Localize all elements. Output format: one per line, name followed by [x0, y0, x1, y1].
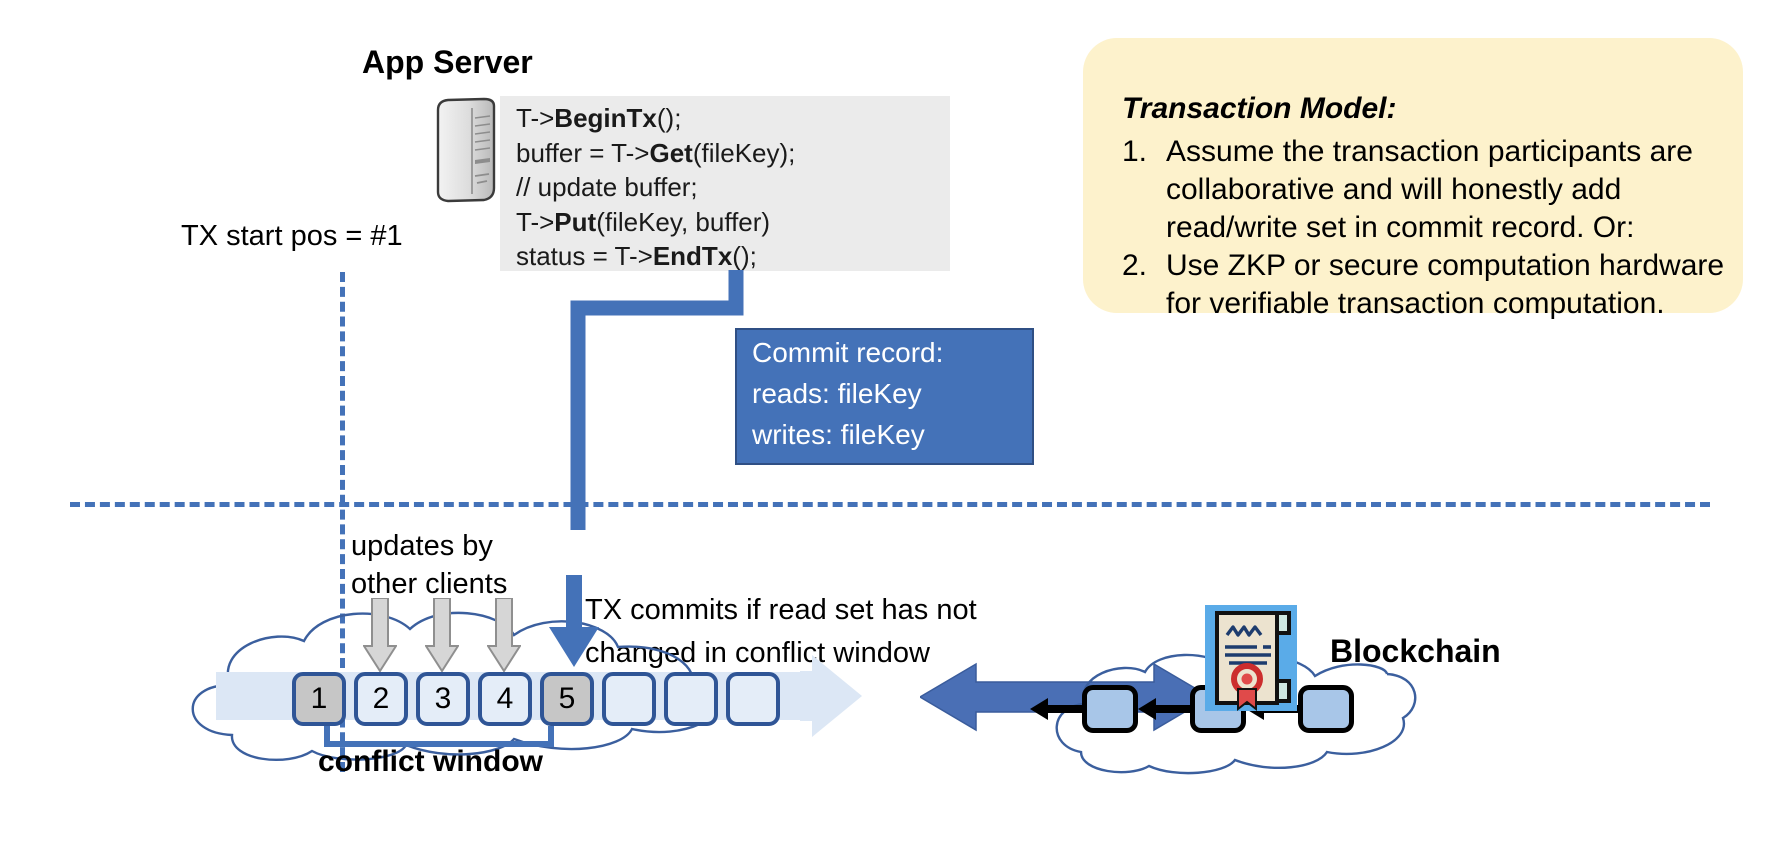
commit-arrow-icon — [548, 575, 600, 668]
ledger-block[interactable] — [726, 672, 780, 726]
code-line: // update buffer; — [516, 172, 698, 202]
horizontal-dashed-divider — [70, 502, 1710, 507]
tx-commits-condition-label: TX commits if read set has not changed i… — [585, 594, 977, 669]
ledger-block-row: 1 2 3 4 5 — [292, 672, 780, 726]
blockchain-block-row — [1030, 685, 1354, 733]
ledger-block[interactable] — [602, 672, 656, 726]
list-item-number: 1. — [1122, 135, 1148, 168]
app-server-title: App Server — [362, 44, 533, 80]
ledger-block[interactable]: 2 — [354, 672, 408, 726]
server-tower-icon — [432, 96, 504, 204]
code-line: status = T->EndTx(); — [516, 241, 757, 271]
code-line: T->BeginTx(); — [516, 103, 682, 133]
code-snippet-panel — [500, 96, 950, 271]
list-item-text: Assume the transaction participants are … — [1166, 135, 1693, 244]
conflict-window-brace — [324, 726, 554, 750]
update-arrow-icon — [486, 597, 522, 677]
conflict-window-label: conflict window — [318, 745, 543, 778]
commit-record-text: Commit record: reads: fileKey writes: fi… — [752, 332, 943, 455]
ledger-block[interactable]: 3 — [416, 672, 470, 726]
ledger-block[interactable] — [664, 672, 718, 726]
ledger-continues-arrow — [800, 655, 870, 737]
commit-record-box — [735, 328, 1034, 465]
chain-link-arrow-icon — [1030, 698, 1082, 720]
certificate-icon — [1205, 605, 1297, 712]
chain-link-arrow-icon — [1138, 698, 1190, 720]
updates-by-other-clients-label: updates by other clients — [351, 530, 508, 600]
code-snippet-text: T->BeginTx(); buffer = T->Get(fileKey); … — [516, 101, 795, 274]
list-item-text: Use ZKP or secure computation hardware f… — [1166, 249, 1725, 320]
list-item: 1. Assume the transaction participants a… — [1122, 133, 1742, 247]
tx-start-pos-label: TX start pos = #1 — [181, 220, 403, 252]
blockchain-block[interactable] — [1082, 685, 1138, 733]
blockchain-label: Blockchain — [1330, 633, 1501, 669]
blockchain-block[interactable] — [1298, 685, 1354, 733]
ledger-block[interactable]: 5 — [540, 672, 594, 726]
code-line: T->Put(fileKey, buffer) — [516, 206, 771, 237]
commit-record-line: reads: fileKey — [752, 378, 922, 409]
code-line: buffer = T->Get(fileKey); — [516, 137, 796, 168]
ledger-block[interactable]: 1 — [292, 672, 346, 726]
ledger-block[interactable]: 4 — [478, 672, 532, 726]
commit-record-line: Commit record: — [752, 337, 944, 368]
list-item: 2. Use ZKP or secure computation hardwar… — [1122, 247, 1742, 323]
transaction-model-title: Transaction Model: — [1122, 92, 1397, 125]
update-arrow-icon — [424, 597, 460, 677]
tx-start-dashed-line — [340, 272, 345, 772]
list-item-number: 2. — [1122, 249, 1148, 282]
commit-flow-connector — [540, 270, 790, 530]
transaction-model-list: 1. Assume the transaction participants a… — [1122, 133, 1742, 323]
update-arrow-icon — [362, 597, 398, 677]
commit-record-line: writes: fileKey — [752, 419, 925, 450]
transaction-model-note — [1083, 38, 1743, 313]
